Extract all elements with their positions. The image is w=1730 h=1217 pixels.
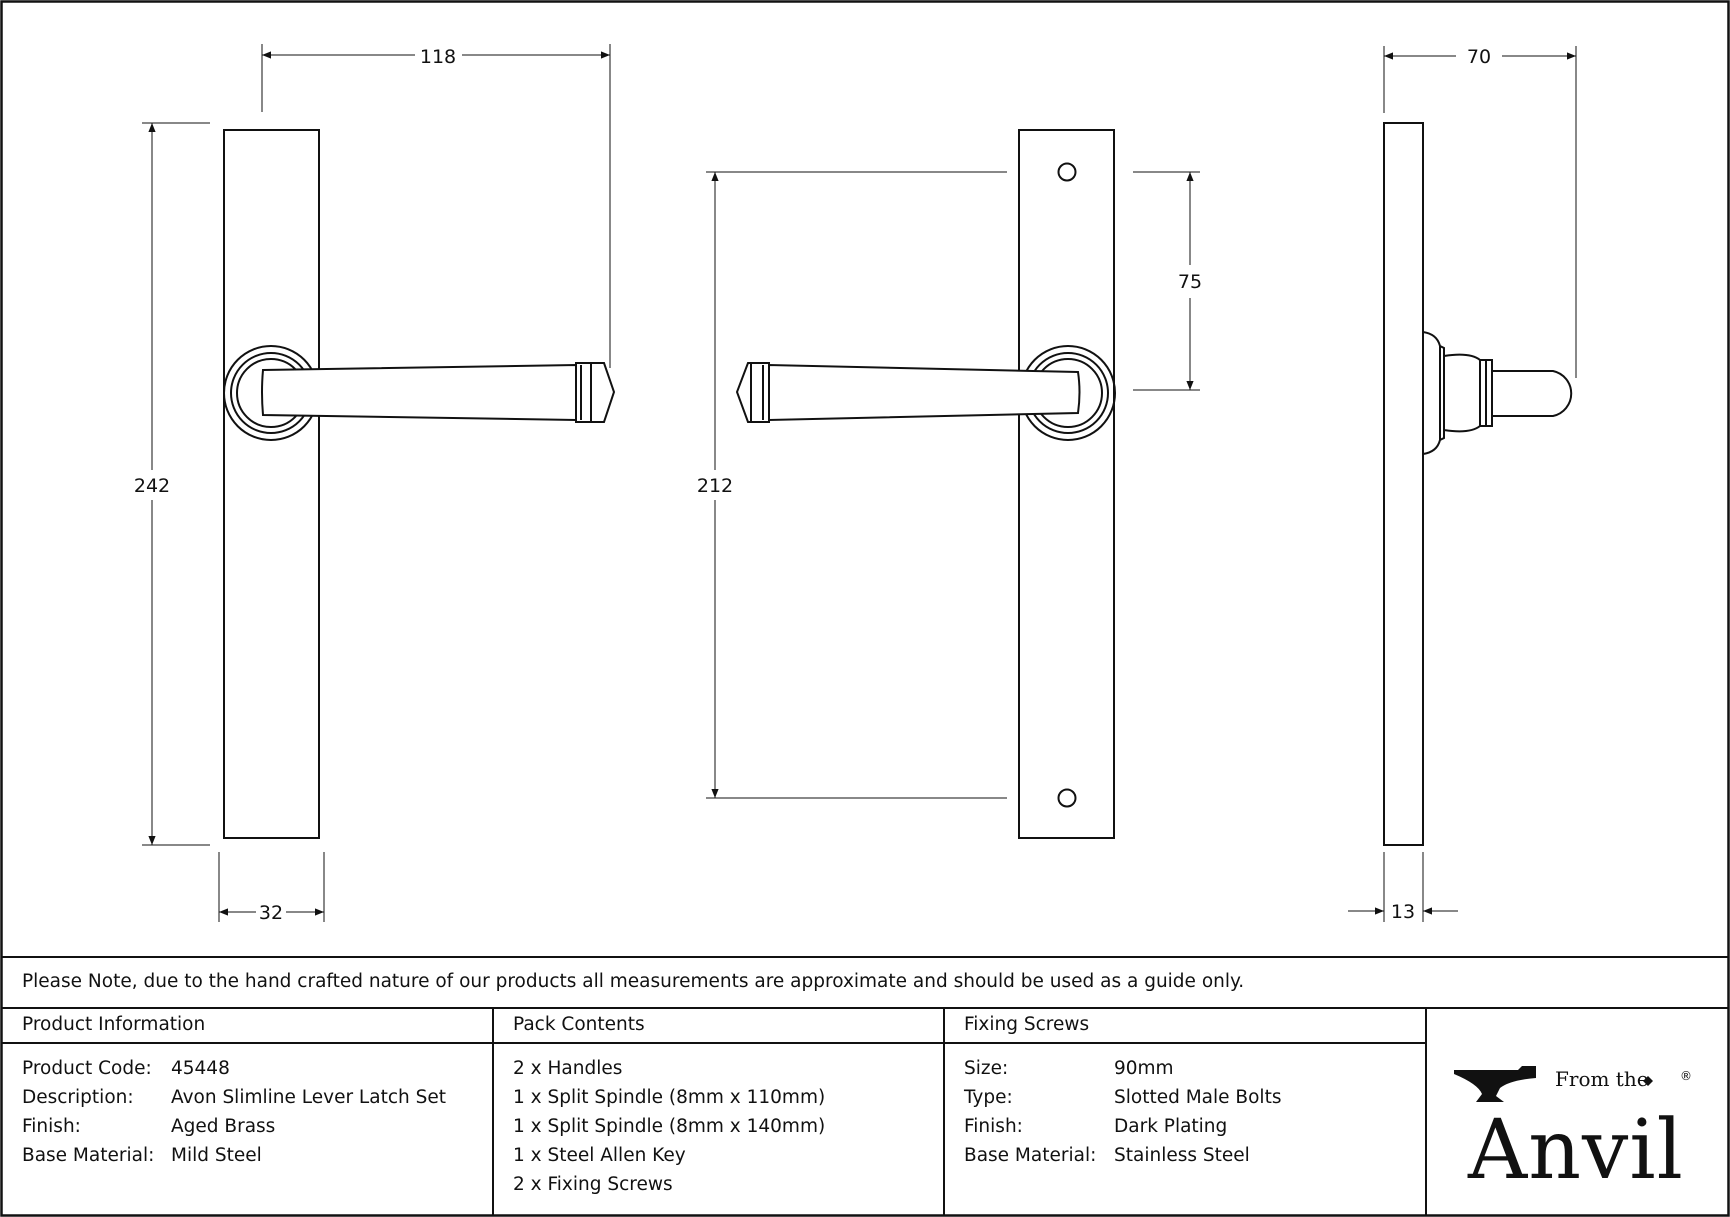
anvil-icon (1454, 1066, 1536, 1102)
measurement-note: Please Note, due to the hand crafted nat… (22, 971, 1245, 992)
rear-lever-collar (750, 362, 770, 423)
dim-handle-projection: 118 (420, 46, 456, 68)
screw-size-label: Size: (964, 1058, 1009, 1079)
dim-plate-width: 32 (259, 902, 283, 924)
pack-item: 2 x Fixing Screws (513, 1174, 673, 1195)
screw-material-label: Base Material: (964, 1145, 1097, 1166)
side-dimensions (1348, 46, 1577, 922)
side-boss (1443, 353, 1481, 433)
side-backplate (1383, 122, 1424, 846)
fixing-hole-bottom (1057, 788, 1077, 808)
front-dimensions (142, 44, 611, 922)
rear-view (735, 129, 1116, 839)
registered-mark: ® (1680, 1069, 1692, 1083)
title-block-lines (1, 956, 1729, 1215)
base-material-label: Base Material: (22, 1145, 155, 1166)
rear-lever-tip (735, 362, 752, 423)
logo-brand-text: Anvil (1467, 1103, 1684, 1198)
front-view (223, 129, 616, 839)
brand-logo: From the Anvil ® (1454, 1066, 1692, 1198)
front-lever-collar (575, 362, 592, 423)
screw-finish-value: Dark Plating (1114, 1116, 1228, 1137)
rear-backplate (1018, 129, 1115, 839)
screw-type-value: Slotted Male Bolts (1114, 1087, 1282, 1108)
product-info-header: Product Information (22, 1014, 206, 1035)
rear-dimensions (706, 171, 1200, 799)
front-backplate (223, 129, 320, 839)
description-value: Avon Slimline Lever Latch Set (171, 1087, 446, 1108)
pack-item: 2 x Handles (513, 1058, 623, 1079)
rear-lever (768, 363, 1081, 422)
front-lever-tip (590, 362, 616, 423)
logo-from-text: From the (1555, 1067, 1649, 1091)
dim-side-projection: 70 (1467, 46, 1491, 68)
front-lever (261, 363, 577, 422)
base-material-value: Mild Steel (171, 1145, 262, 1166)
dim-plate-height: 242 (134, 475, 170, 497)
pack-item: 1 x Split Spindle (8mm x 140mm) (513, 1116, 826, 1137)
screw-size-value: 90mm (1114, 1058, 1174, 1079)
fixing-screws-header: Fixing Screws (964, 1014, 1090, 1035)
description-label: Description: (22, 1087, 134, 1108)
product-code-value: 45448 (171, 1058, 230, 1079)
finish-label: Finish: (22, 1116, 81, 1137)
fixing-hole-top (1057, 162, 1077, 182)
screw-material-value: Stainless Steel (1114, 1145, 1250, 1166)
side-lever (1491, 370, 1573, 417)
dim-spindle-offset: 75 (1178, 271, 1202, 293)
pack-contents-header: Pack Contents (513, 1014, 645, 1035)
side-view (1383, 122, 1573, 846)
dim-fixing-centres: 212 (697, 475, 733, 497)
side-rose (1422, 330, 1445, 456)
diamond-icon (1643, 1076, 1653, 1086)
pack-item: 1 x Steel Allen Key (513, 1145, 686, 1166)
finish-value: Aged Brass (171, 1116, 276, 1137)
pack-item: 1 x Split Spindle (8mm x 110mm) (513, 1087, 826, 1108)
product-code-label: Product Code: (22, 1058, 152, 1079)
screw-type-label: Type: (964, 1087, 1013, 1108)
dim-plate-thickness: 13 (1391, 901, 1415, 923)
screw-finish-label: Finish: (964, 1116, 1023, 1137)
